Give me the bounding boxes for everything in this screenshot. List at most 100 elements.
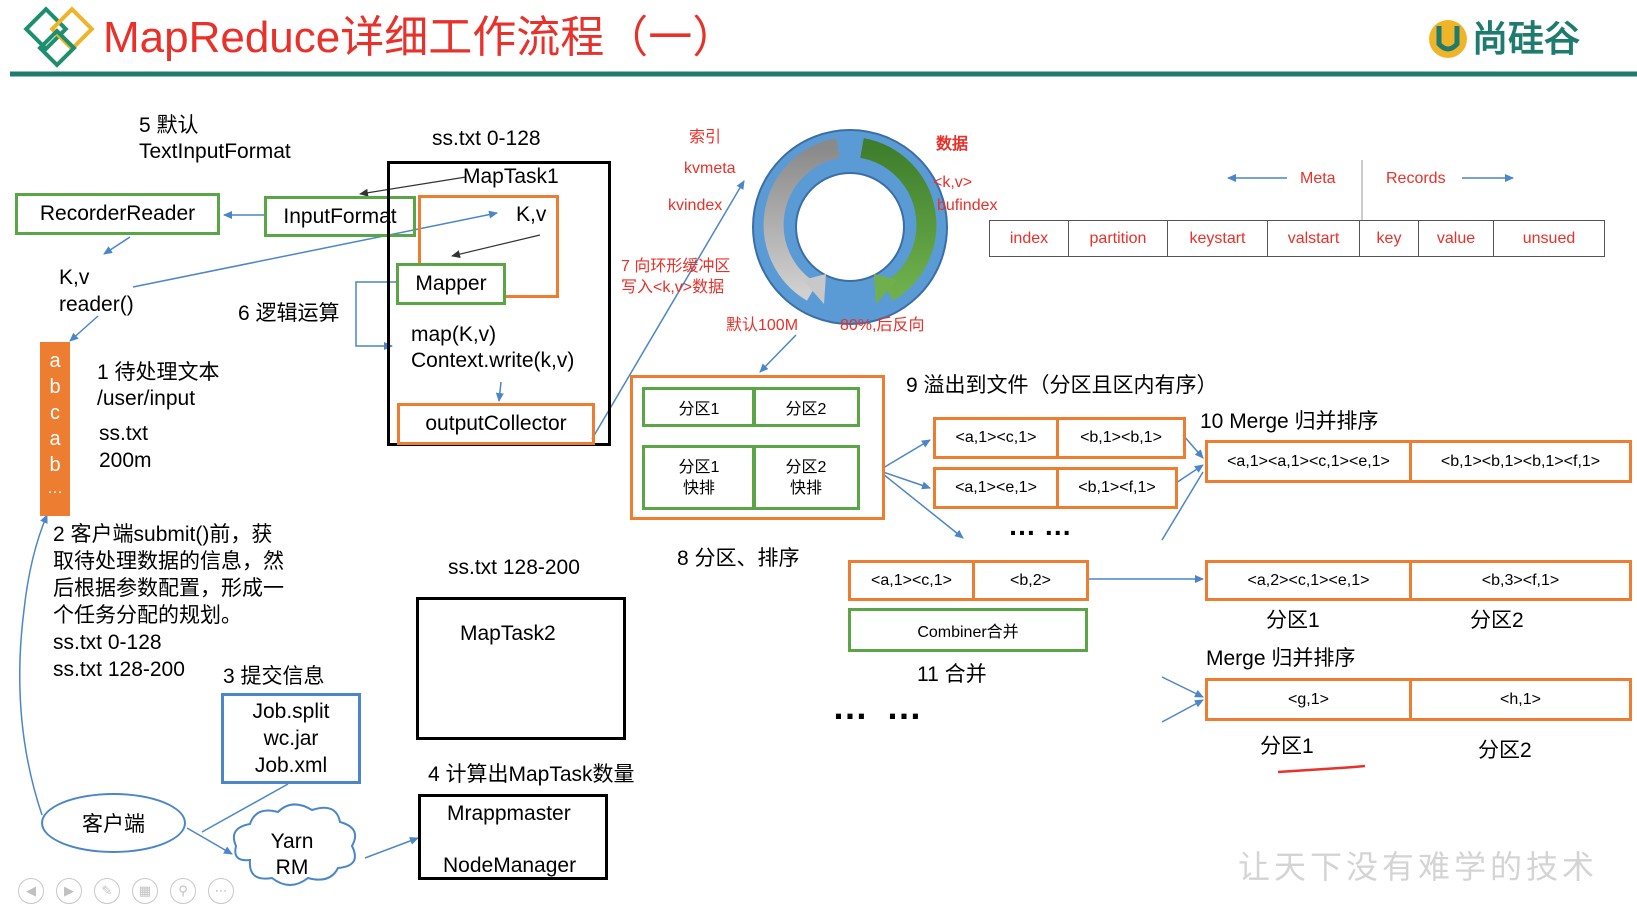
slides-grid-icon[interactable]: ▦ <box>132 878 158 904</box>
pen-icon[interactable]: ✎ <box>94 878 120 904</box>
combined-cell-2: <b,3><f,1> <box>1409 560 1632 601</box>
reader-call-label: reader() <box>59 293 134 316</box>
kvindex-label: kvindex <box>668 197 723 214</box>
step8-label: 8 分区、排序 <box>677 547 800 570</box>
final-2-label: <h,1> <box>1500 690 1541 708</box>
bottom-dots: … … <box>832 686 927 727</box>
buffer-data-label: 数据 <box>936 136 969 153</box>
step2-line-1: 2 客户端submit()前，获 <box>53 523 273 546</box>
final-1-label: <g,1> <box>1288 690 1329 708</box>
more-options-icon[interactable]: ⋯ <box>208 878 234 904</box>
spill2-a-label: <a,1><e,1> <box>955 479 1037 496</box>
merged-cell-1: <a,1><a,1><c,1><e,1> <box>1205 440 1412 483</box>
partition1-sort-cell: 分区1 快排 <box>642 445 756 510</box>
input-file-strip: a b c a b … <box>40 342 70 516</box>
combined-partition2-label: 分区2 <box>1470 609 1524 632</box>
spill1-a-label: <a,1><c,1> <box>955 429 1037 446</box>
step11-label: 11 合并 <box>917 663 987 686</box>
combined-2-label: <b,3><f,1> <box>1481 571 1560 589</box>
partition2-cell: 分区2 <box>752 387 860 427</box>
partition2-sort-line2: 快排 <box>789 479 822 497</box>
combine-in-cell-a: <a,1><c,1> <box>848 560 975 601</box>
meta-col-value: value <box>1419 221 1494 256</box>
step5-label: 5 默认 <box>139 114 199 137</box>
step2-line-4: 个任务分配的规划。 <box>53 604 242 627</box>
spill1-cell-a: <a,1><c,1> <box>933 417 1059 459</box>
merge2-label: Merge 归并排序 <box>1206 647 1356 670</box>
meta-col-partition: partition <box>1069 221 1168 256</box>
zoom-icon[interactable]: ⚲ <box>170 878 196 904</box>
step3-label: 3 提交信息 <box>223 665 325 688</box>
recorder-reader-box: RecorderReader <box>15 193 220 235</box>
step9-label: 9 溢出到文件（分区且区内有序） <box>906 374 1218 397</box>
file-char-1: b <box>49 376 61 398</box>
recorder-reader-label: RecorderReader <box>39 202 196 225</box>
map-call-label: map(K,v) <box>411 323 497 346</box>
submit-files-box: Job.split wc.jar Job.xml <box>221 693 361 784</box>
merged-1-label: <a,1><a,1><c,1><e,1> <box>1227 452 1390 470</box>
file-char-4: b <box>49 454 61 476</box>
split2-label: ss.txt 128-200 <box>448 556 580 579</box>
step2-line-5: ss.txt 0-128 <box>53 631 162 654</box>
client-label: 客户端 <box>82 813 145 836</box>
partition-sort-box <box>630 375 885 520</box>
maptask2-title: MapTask2 <box>460 622 556 645</box>
spill2-cell-a: <a,1><e,1> <box>933 467 1059 509</box>
maptask2-box <box>416 597 626 740</box>
file-char-3: a <box>49 428 61 450</box>
step1-file: ss.txt <box>99 422 149 445</box>
combiner-box: Combiner合并 <box>848 608 1088 652</box>
step7-line-1: 7 向环形缓冲区 <box>621 258 731 275</box>
final-partition2-label: 分区2 <box>1478 739 1532 762</box>
file-char-0: a <box>49 350 61 372</box>
brand-logo-text: 尚硅谷 <box>1472 18 1581 59</box>
rm-label: RM <box>275 856 309 879</box>
yarn-rm-label: Yarn RM <box>262 829 322 881</box>
buffer-size-label: 默认100M <box>726 317 799 334</box>
meta-col-index: index <box>990 221 1069 256</box>
node-manager-label: NodeManager <box>443 854 577 877</box>
merged-2-label: <b,1><b,1><b,1><f,1> <box>1440 452 1601 470</box>
submit-file-jar: wc.jar <box>263 727 319 750</box>
partition1-sort-line1: 分区1 <box>678 458 720 476</box>
step2-line-3: 后根据参数配置，形成一 <box>53 577 284 600</box>
step1-size: 200m <box>99 449 152 472</box>
client-node: 客户端 <box>41 793 186 853</box>
partition2-sort-line1: 分区2 <box>785 458 827 476</box>
meta-col-unsued: unsued <box>1522 229 1576 247</box>
spill2-cell-b: <b,1><f,1> <box>1056 467 1178 509</box>
partition1-sort-line2: 快排 <box>682 479 715 497</box>
spill2-b-label: <b,1><f,1> <box>1078 479 1156 496</box>
buffer-index-label: 索引 <box>689 129 722 146</box>
step4-label: 4 计算出MapTask数量 <box>428 763 635 786</box>
step1-path: /user/input <box>97 387 196 410</box>
partition1-label: 分区1 <box>678 401 720 418</box>
step5-format: TextInputFormat <box>139 140 291 163</box>
app-master-label: Mrappmaster <box>447 802 571 825</box>
partition1-cell: 分区1 <box>642 387 756 427</box>
merged-cell-2: <b,1><b,1><b,1><f,1> <box>1409 440 1632 483</box>
mapper-box: Mapper <box>396 263 506 305</box>
bufindex-label: bufindex <box>937 197 998 214</box>
prev-slide-icon[interactable]: ◀ <box>18 878 44 904</box>
step2-line-2: 取待处理数据的信息，然 <box>53 550 284 573</box>
step1-label: 1 待处理文本 <box>97 361 220 384</box>
next-slide-icon[interactable]: ▶ <box>56 878 82 904</box>
records-label: Records <box>1386 170 1446 187</box>
app-master-box: Mrappmaster NodeManager <box>418 794 608 880</box>
spill-threshold-label: 80%,后反向 <box>840 317 925 334</box>
combined-partition1-label: 分区1 <box>1266 609 1320 632</box>
combiner-label: Combiner合并 <box>917 624 1019 641</box>
output-collector-label: outputCollector <box>425 412 567 435</box>
combine-in-b-label: <b,2> <box>1010 571 1051 589</box>
step6-label: 6 逻辑运算 <box>238 302 340 325</box>
combined-1-label: <a,2><c,1><e,1> <box>1247 571 1370 589</box>
input-format-box: InputFormat <box>264 196 416 237</box>
combine-in-cell-b: <b,2> <box>972 560 1089 601</box>
maptask-kv-label: K,v <box>516 203 547 226</box>
yarn-cloud-shape <box>232 803 356 886</box>
step2-line-6: ss.txt 128-200 <box>53 658 185 681</box>
yarn-label: Yarn <box>270 830 314 853</box>
spill1-b-label: <b,1><b,1> <box>1080 429 1162 446</box>
